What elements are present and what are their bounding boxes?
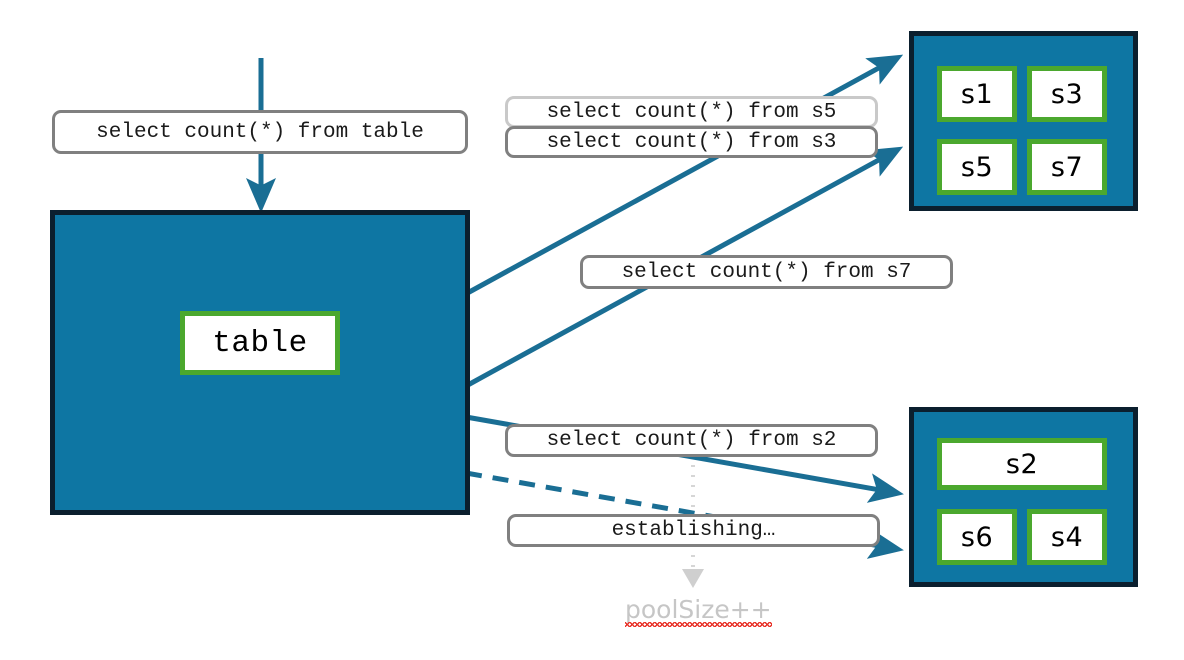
- query-label-s7[interactable]: select count(*) from s7: [580, 255, 953, 289]
- node-s3[interactable]: s3: [1027, 66, 1107, 122]
- poolsize-counter-text: poolSize++: [625, 595, 772, 624]
- arrowhead-poolsize: [682, 569, 704, 588]
- node-s6[interactable]: s6: [937, 509, 1017, 565]
- node-s1[interactable]: s1: [937, 66, 1017, 122]
- node-s2[interactable]: s2: [937, 438, 1107, 490]
- node-s4[interactable]: s4: [1027, 509, 1107, 565]
- query-label-s5[interactable]: select count(*) from s5: [505, 96, 878, 128]
- node-s7[interactable]: s7: [1027, 139, 1107, 195]
- node-table[interactable]: table: [180, 311, 340, 375]
- query-label-s2[interactable]: select count(*) from s2: [505, 424, 878, 457]
- spellcheck-underline-icon: [625, 622, 772, 627]
- node-s5[interactable]: s5: [937, 139, 1017, 195]
- query-label-table[interactable]: select count(*) from table: [52, 110, 468, 154]
- status-label-establishing[interactable]: establishing…: [507, 514, 880, 547]
- query-label-s3[interactable]: select count(*) from s3: [505, 126, 878, 158]
- poolsize-counter-label: poolSize++: [625, 595, 772, 627]
- pool-bottom-panel: [909, 407, 1138, 587]
